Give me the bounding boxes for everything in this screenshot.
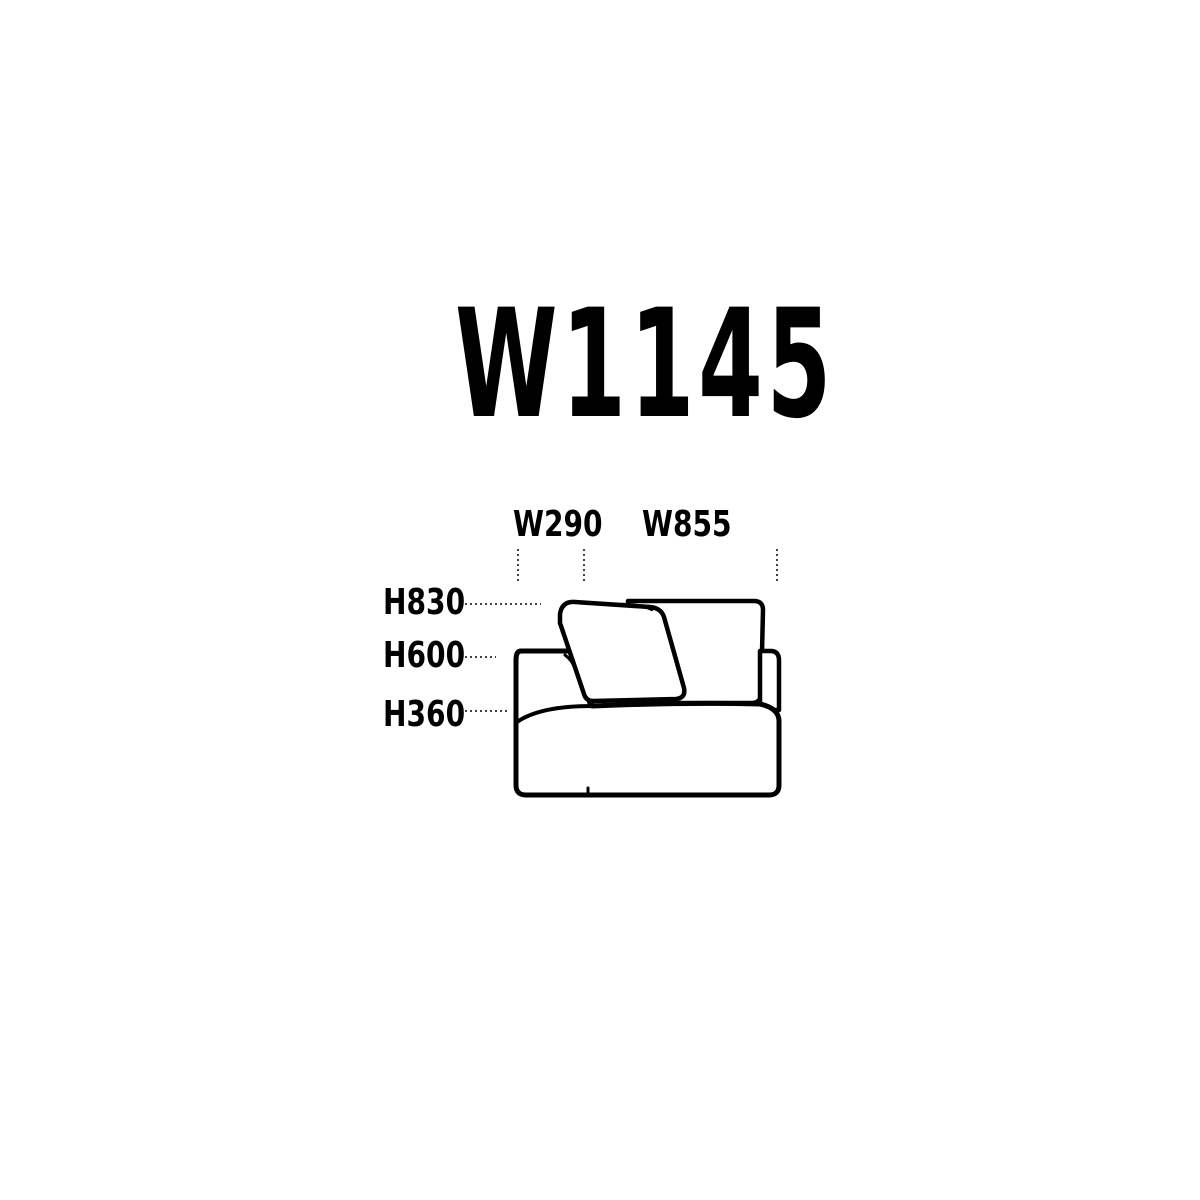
seat-height-label: H360	[383, 694, 466, 735]
cushion-fold-line	[620, 602, 654, 612]
arm-height-label: H600	[383, 635, 466, 676]
right-arm	[757, 648, 782, 713]
total-width-title: W1145	[454, 278, 836, 452]
back-height-label: H830	[383, 582, 466, 623]
seat-width-label: W855	[642, 504, 732, 545]
arm-width-label: W290	[513, 504, 603, 545]
seat-top-edge	[515, 701, 762, 724]
front-back-cushion	[557, 599, 687, 704]
